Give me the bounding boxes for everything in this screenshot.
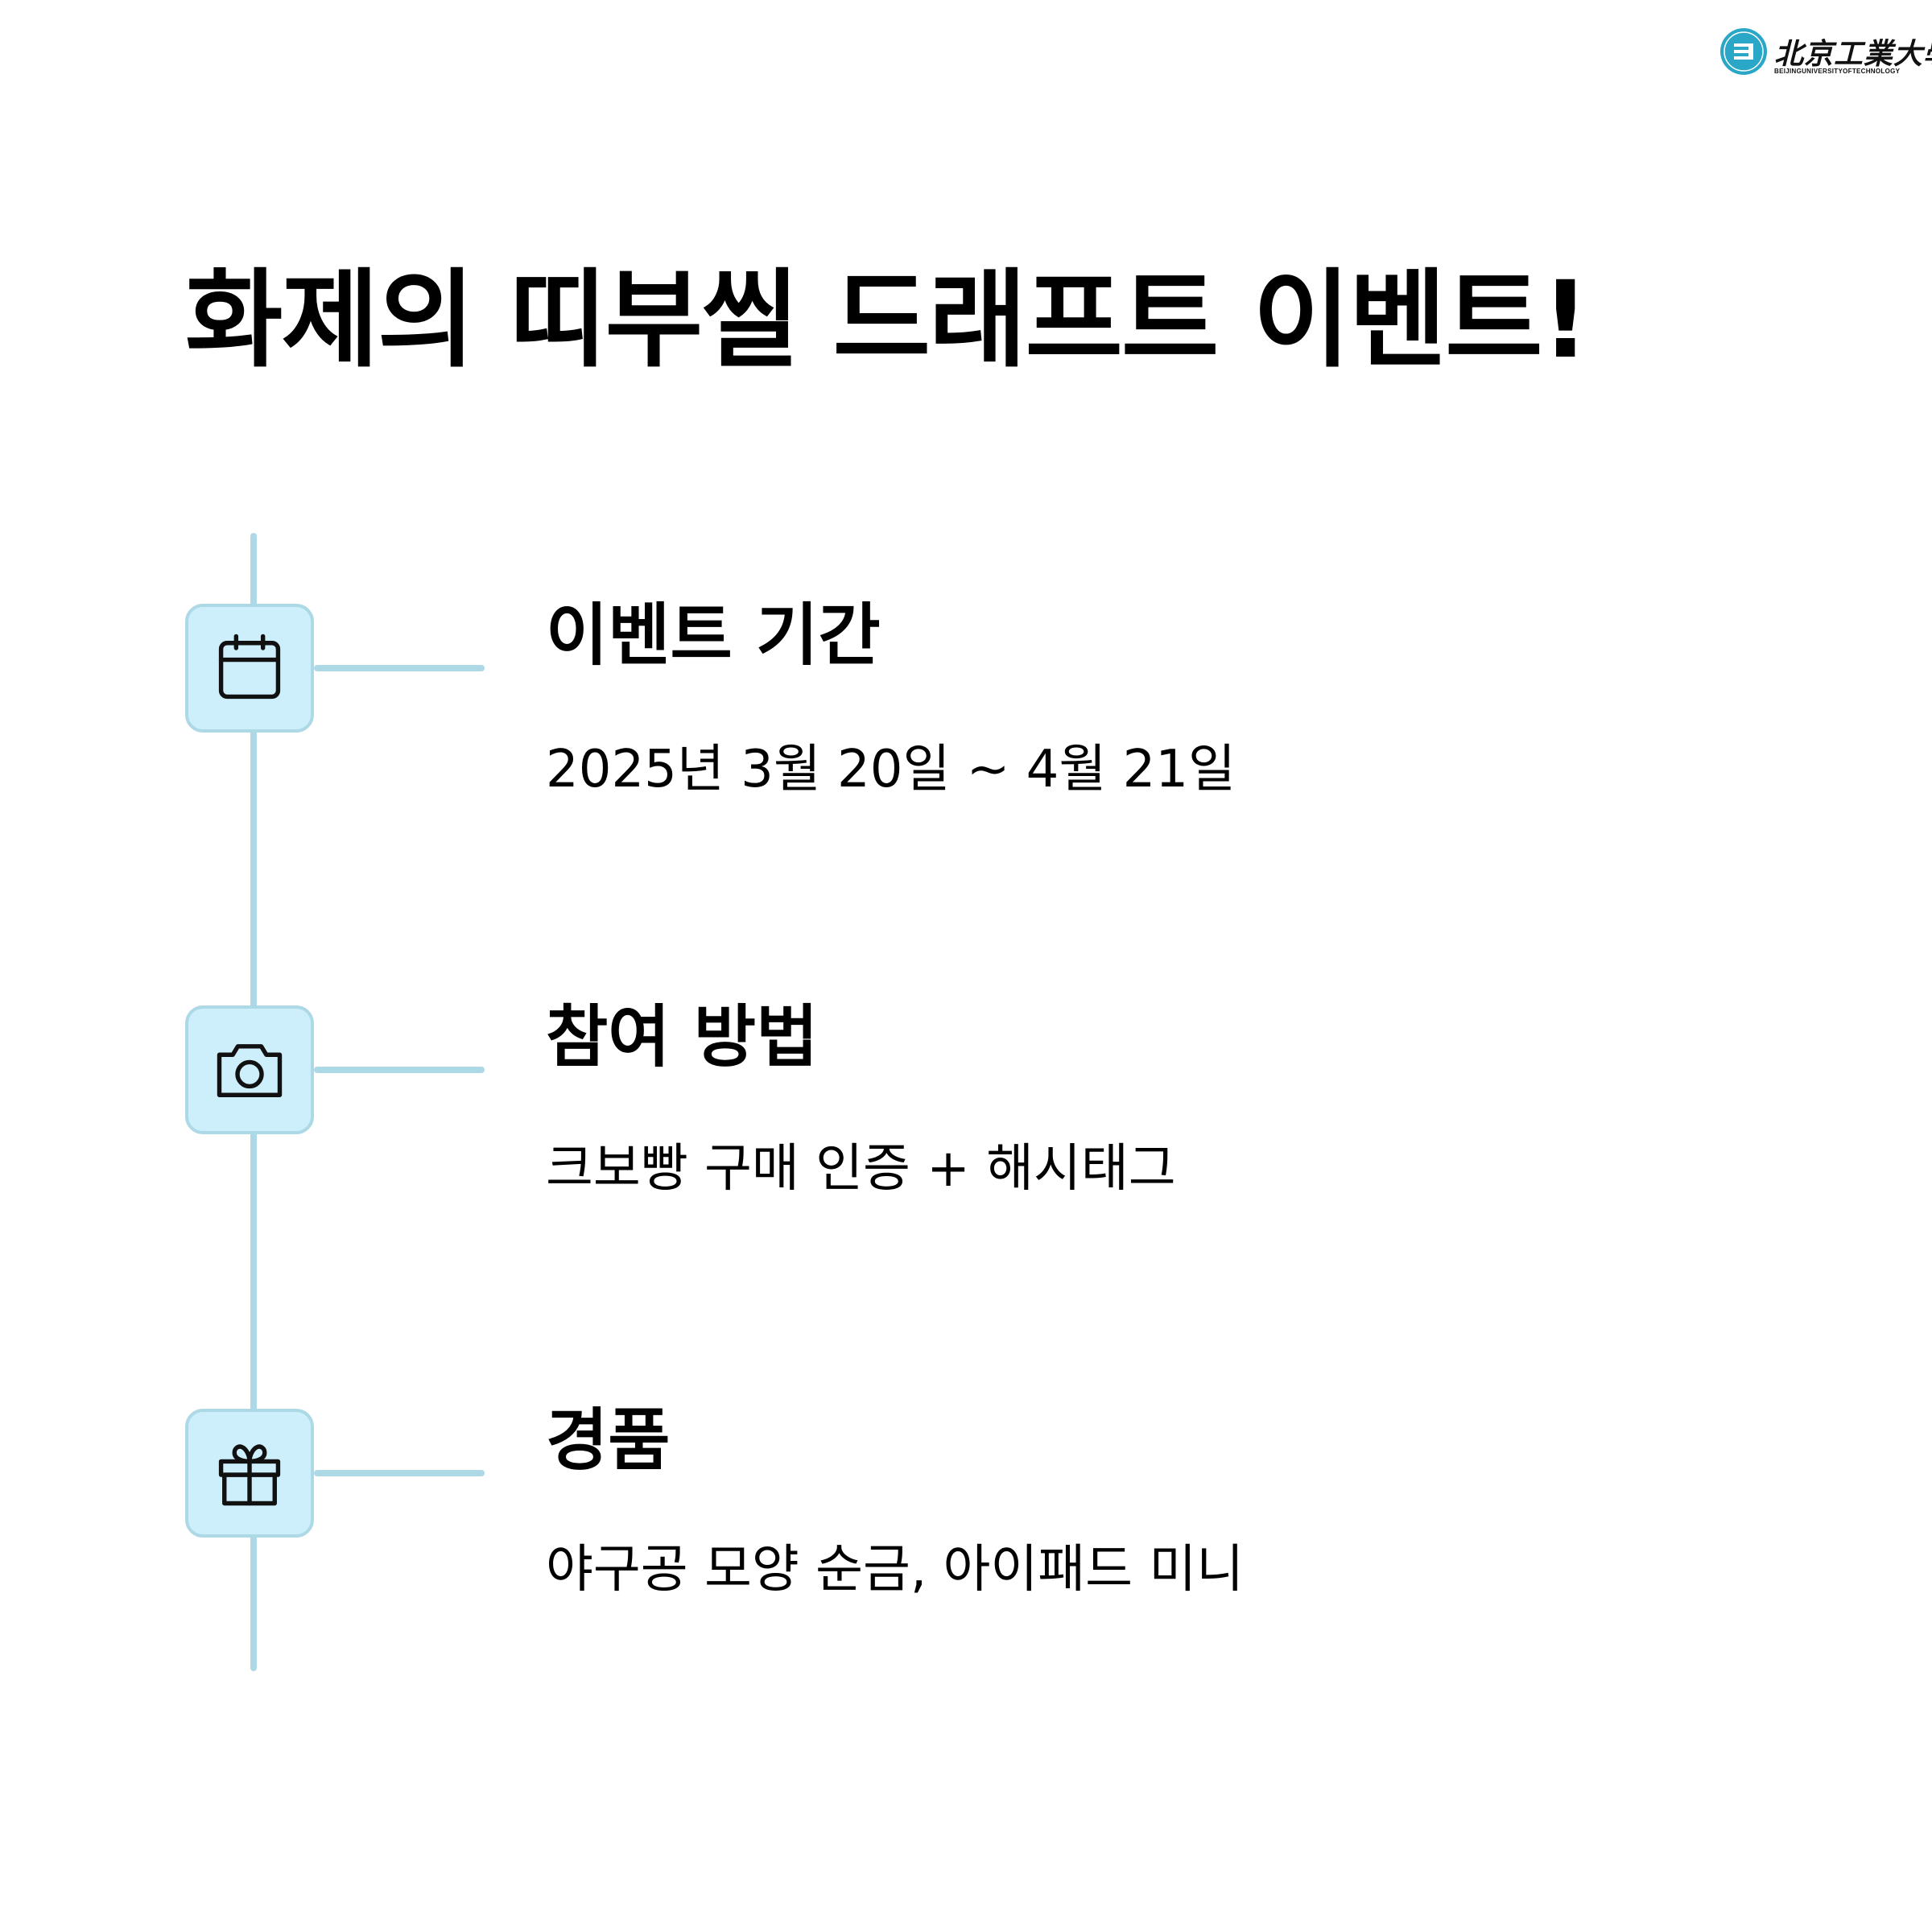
prize-description: 야구공 모양 순금, 아이패드 미니: [546, 1540, 1245, 1600]
timeline-connector: [314, 1470, 485, 1476]
event-period-title: 이벤트 기간: [546, 596, 881, 675]
page-title: 화제의 띠부씰 드래프트 이벤트!: [185, 258, 1590, 382]
prize-title: 경품: [546, 1401, 671, 1480]
participation-description: 크보빵 구매 인증 + 해시태그: [546, 1139, 1176, 1199]
timeline-connector: [314, 1067, 485, 1073]
timeline-connector: [314, 665, 485, 671]
gift-icon-box: [185, 1409, 314, 1538]
camera-icon-box: [185, 1005, 314, 1134]
event-period-description: 2025년 3월 20일 ~ 4월 21일: [546, 740, 1236, 799]
participation-title: 참여 방법: [546, 997, 819, 1076]
gift-icon: [218, 1444, 281, 1506]
university-name-en: BEIJINGUNIVERSITYOFTECHNOLOGY: [1774, 68, 1901, 75]
university-name-cn: 北京工業大學: [1774, 37, 1932, 71]
calendar-icon: [218, 634, 281, 700]
university-logo: 北京工業大學 BEIJINGUNIVERSITYOFTECHNOLOGY: [1719, 27, 1932, 84]
camera-icon: [217, 1044, 283, 1097]
university-emblem-icon: [1720, 28, 1767, 75]
calendar-icon-box: [185, 604, 314, 733]
